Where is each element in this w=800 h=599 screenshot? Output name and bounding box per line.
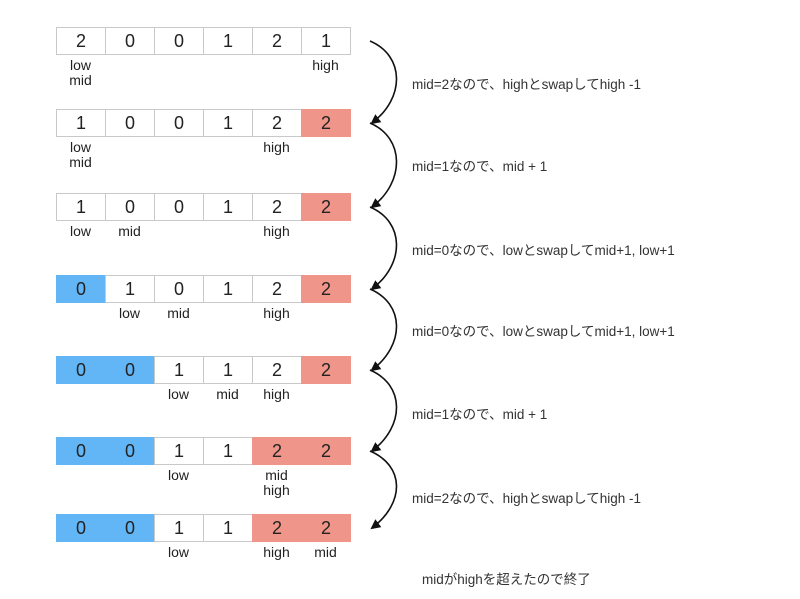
array-cell: 1 <box>105 275 155 303</box>
transition-arrow <box>369 122 398 209</box>
array-cell: 0 <box>105 27 155 55</box>
array-cell: 2 <box>56 27 106 55</box>
array-cell: 2 <box>301 437 351 465</box>
pointer-label: mid <box>216 386 239 402</box>
array-cell: 0 <box>56 514 106 542</box>
pointer-label: low <box>69 223 91 239</box>
array-cell: 1 <box>203 275 253 303</box>
pointer-label: high <box>263 386 290 402</box>
pointer-label: high <box>263 223 290 239</box>
array-cell: 2 <box>301 109 351 137</box>
array-cell: 0 <box>154 193 204 221</box>
transition-note-2: mid=1なので、mid + 1 <box>412 159 548 174</box>
array-cell: 1 <box>203 437 253 465</box>
conclusion-note: midがhighを超えたので終了 <box>422 572 591 587</box>
array-cell: 0 <box>105 437 155 465</box>
transition-arrow <box>369 450 398 530</box>
transition-note-5: mid=1なので、mid + 1 <box>412 407 548 422</box>
array-cell: 2 <box>301 275 351 303</box>
array-cell: 0 <box>56 275 106 303</box>
pointer-label: high <box>263 544 290 560</box>
array-cell: 1 <box>56 193 106 221</box>
transition-arrow <box>369 40 398 125</box>
transition-note-1: mid=2なので、highとswapしてhigh -1 <box>412 77 642 92</box>
pointer-label: mid <box>118 223 141 239</box>
array-cell: 2 <box>252 356 302 384</box>
pointer-label: low <box>118 305 140 321</box>
pointer-label: low <box>167 467 189 483</box>
pointer-label: high <box>263 305 290 321</box>
array-cell: 2 <box>252 514 302 542</box>
array-cell: 0 <box>105 109 155 137</box>
array-cell: 0 <box>105 514 155 542</box>
array-cell: 0 <box>105 193 155 221</box>
pointer-label: mid <box>314 544 337 560</box>
pointer-label: high <box>263 139 290 155</box>
array-cell: 2 <box>252 437 302 465</box>
transition-arrow <box>369 206 398 291</box>
array-cell: 0 <box>56 437 106 465</box>
array-cell: 1 <box>154 356 204 384</box>
array-cell: 2 <box>301 193 351 221</box>
transition-note-3: mid=0なので、lowとswapしてmid+1, low+1 <box>412 243 675 258</box>
transition-note-4: mid=0なので、lowとswapしてmid+1, low+1 <box>412 324 675 339</box>
transition-note-6: mid=2なので、highとswapしてhigh -1 <box>412 491 642 506</box>
array-cell: 2 <box>252 109 302 137</box>
pointer-label: high <box>312 57 339 73</box>
pointer-label: low <box>167 386 189 402</box>
array-cell: 0 <box>105 356 155 384</box>
transition-arrow <box>369 369 398 453</box>
array-cell: 0 <box>56 356 106 384</box>
pointer-label: mid <box>167 305 190 321</box>
array-cell: 1 <box>301 27 351 55</box>
transition-arrow <box>369 288 398 372</box>
array-cell: 2 <box>301 514 351 542</box>
pointer-label: low <box>167 544 189 560</box>
array-cell: 1 <box>154 514 204 542</box>
array-cell: 2 <box>252 27 302 55</box>
array-cell: 2 <box>301 356 351 384</box>
